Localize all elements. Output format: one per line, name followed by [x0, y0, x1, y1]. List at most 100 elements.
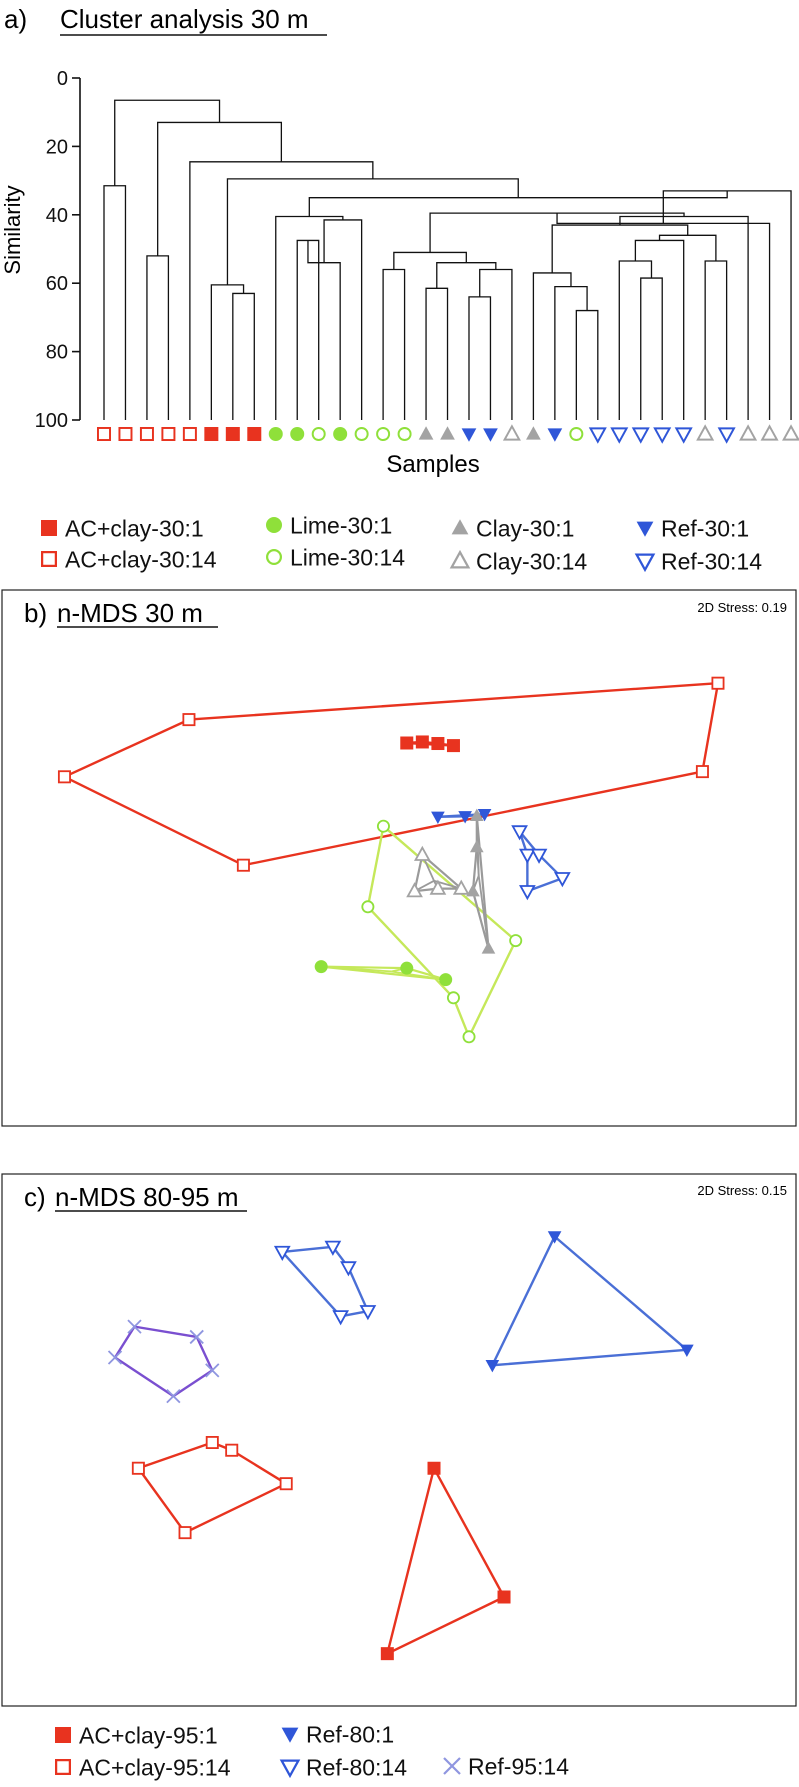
leaf-marker-lime-30-14	[397, 427, 412, 442]
legend-marker-ac-clay-30-1	[41, 520, 57, 536]
leaf-marker-lime-30-14	[354, 427, 369, 442]
point-clay-30-1	[466, 884, 480, 897]
legend-item-clay-30-14: Clay-30:14	[449, 548, 587, 574]
legend-marker-ac-clay-30-14	[40, 550, 57, 567]
leaf-marker-ref-30-14	[631, 427, 650, 444]
legend-marker-ref-30-14	[634, 553, 656, 573]
leaf-marker-ac-clay-30-1	[204, 427, 219, 441]
y-tick-label: 20	[46, 136, 68, 158]
dendrogram-link	[114, 99, 221, 186]
panel-c-title: c) n-MDS 80-95 m	[24, 1182, 247, 1212]
point-clay-30-14	[452, 879, 470, 895]
dendrogram-link	[146, 255, 170, 420]
panel-c-plot	[107, 1231, 694, 1661]
point-ac-clay-30-14	[57, 770, 71, 784]
point-lime-30-1	[439, 973, 453, 987]
leaf-marker-clay-30-1	[440, 426, 455, 440]
panel-a-title-text: Cluster analysis 30 m	[60, 4, 309, 34]
point-ref-30-14	[519, 885, 536, 901]
legend-item-ac-clay-30-1: AC+clay-30:1	[41, 515, 204, 541]
point-lime-30-14	[361, 900, 375, 914]
dendrogram-link	[618, 260, 653, 420]
leaf-marker-lime-30-1	[268, 427, 283, 441]
point-ac-clay-95-1	[427, 1461, 441, 1475]
leaf-marker-ref-30-1	[547, 428, 563, 442]
point-ref-30-1	[458, 811, 472, 824]
leaf-marker-clay-30-1	[526, 426, 541, 440]
dendrogram-link	[232, 292, 255, 420]
point-ref-95-14	[107, 1350, 123, 1365]
legend-label: AC+clay-30:1	[65, 515, 204, 541]
legend-label: AC+clay-95:1	[79, 1722, 218, 1748]
point-ref-30-14	[519, 848, 536, 864]
legend-label: Ref-80:14	[306, 1754, 407, 1780]
leaf-marker-ac-clay-30-14	[118, 427, 133, 442]
leaf-marker-ac-clay-30-14	[139, 427, 154, 442]
legend-marker-lime-30-14	[265, 548, 282, 565]
point-ref-95-14	[205, 1363, 220, 1378]
point-ac-clay-95-14	[225, 1443, 239, 1457]
point-ac-clay-30-1	[446, 739, 460, 753]
point-lime-30-14	[462, 1030, 476, 1044]
point-ac-clay-30-1	[400, 736, 414, 750]
dendrogram-link	[704, 260, 728, 420]
dendrogram-link	[382, 268, 406, 420]
leaf-marker-ref-30-14	[674, 427, 693, 444]
point-ref-95-14	[189, 1329, 204, 1345]
point-clay-30-14	[406, 882, 423, 898]
point-ref-95-14	[166, 1389, 181, 1404]
legend-item-ref-80-14: Ref-80:14	[279, 1754, 407, 1780]
point-lime-30-1	[314, 960, 328, 974]
leaf-marker-clay-30-1	[418, 426, 434, 440]
point-ac-clay-30-14	[695, 765, 709, 779]
point-lime-30-14	[376, 819, 390, 833]
legend-item-ref-95-14: Ref-95:14	[443, 1753, 569, 1779]
point-ref-80-14	[359, 1305, 377, 1321]
point-lime-30-14	[509, 934, 523, 948]
legend-label: Ref-30:14	[661, 548, 762, 574]
dendrogram-link	[296, 239, 320, 420]
dendrogram-link	[103, 185, 127, 420]
dendrogram-link	[226, 178, 519, 285]
y-tick-label: 40	[46, 205, 68, 227]
point-ref-80-1	[485, 1360, 500, 1373]
leaf-marker-ref-30-1	[483, 428, 498, 442]
dendrogram-link	[323, 219, 363, 420]
point-ref-30-14	[554, 872, 571, 888]
point-ref-80-14	[273, 1245, 291, 1261]
leaf-marker-clay-30-14	[760, 424, 779, 441]
dendrogram-link	[554, 285, 588, 420]
leaf-marker-clay-30-14	[739, 424, 758, 441]
point-ref-30-1	[431, 811, 445, 824]
panel-c-letter: c)	[24, 1182, 46, 1212]
point-ac-clay-30-14	[711, 676, 725, 690]
leaf-marker-ac-clay-30-1	[225, 427, 240, 441]
panel-a-letter: a)	[4, 4, 27, 34]
legend-item-clay-30-1: Clay-30:1	[451, 515, 574, 541]
leaf-marker-ref-30-14	[588, 427, 607, 444]
legend-a: AC+clay-30:1AC+clay-30:14Lime-30:1Lime-3…	[40, 512, 762, 574]
point-clay-30-1	[469, 808, 484, 821]
panel-a-title: a) Cluster analysis 30 m	[4, 4, 327, 36]
legend-item-lime-30-1: Lime-30:1	[266, 512, 392, 538]
hull-ref-95-14	[113, 1325, 214, 1398]
legend-marker-lime-30-1	[266, 517, 282, 533]
point-ref-80-1	[547, 1231, 562, 1244]
point-ref-30-14	[530, 848, 548, 864]
point-ac-clay-95-14	[205, 1436, 219, 1450]
dendrogram-link	[479, 268, 513, 420]
leaf-marker-clay-30-14	[782, 424, 799, 441]
point-clay-30-1	[481, 941, 496, 954]
legend-label: Clay-30:14	[476, 548, 587, 574]
hull-ac-clay-95-1	[386, 1467, 506, 1655]
legend-label: AC+clay-30:14	[65, 546, 217, 572]
point-clay-30-14	[429, 879, 447, 895]
legend-marker-ac-clay-95-14	[54, 1758, 71, 1775]
dendrogram-link	[393, 251, 467, 270]
dendrogram-link	[556, 213, 771, 420]
y-tick-label: 100	[35, 410, 68, 432]
dendrogram-link	[634, 239, 685, 420]
dendrogram-link	[551, 224, 689, 273]
panel-c-title-text: n-MDS 80-95 m	[55, 1182, 239, 1212]
